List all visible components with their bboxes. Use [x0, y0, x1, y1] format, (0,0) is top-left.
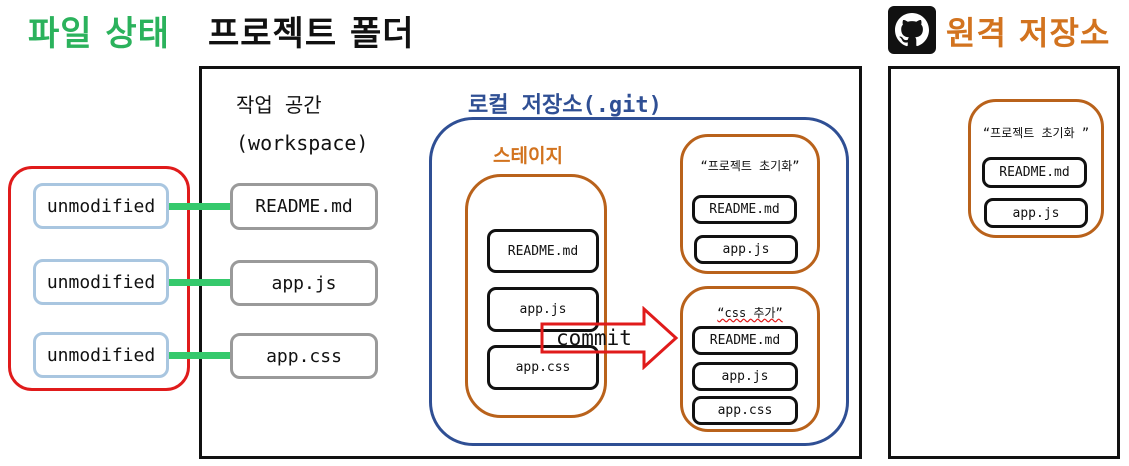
local-commit-2-file-readme: README.md: [692, 326, 798, 355]
remote-commit-1-message: “프로젝트 초기화 ”: [982, 126, 1090, 140]
commit-arrow-icon: [540, 306, 679, 370]
remote-commit-1-file-readme: README.md: [982, 157, 1087, 188]
workspace-file-readme: README.md: [230, 183, 378, 230]
status-connector-app-js: [169, 279, 231, 286]
commit-arrow-label: commit: [556, 326, 632, 350]
file-status-title: 파일 상태: [28, 14, 170, 54]
local-commit-1-message: “프로젝트 초기화”: [700, 159, 800, 173]
local-commit-1-file-app-js: app.js: [694, 235, 798, 264]
file-status-app-js: unmodified: [33, 259, 169, 305]
file-status-group: [8, 166, 190, 391]
workspace-label-line2: (workspace): [236, 131, 369, 155]
workspace-label-line1: 작업 공간: [236, 93, 322, 117]
local-commit-1-file-readme: README.md: [692, 195, 797, 224]
remote-repo-frame: [888, 66, 1120, 459]
local-commit-2-message: “css 추가”: [686, 304, 814, 321]
workspace-file-app-css: app.css: [230, 333, 378, 379]
status-connector-readme: [169, 203, 231, 210]
workspace-file-app-js: app.js: [230, 260, 378, 306]
local-commit-2-file-app-css: app.css: [692, 396, 798, 425]
project-folder-title: 프로젝트 폴더: [208, 14, 415, 54]
stage-box: [465, 174, 607, 418]
local-commit-2-message-text: “css 추가”: [717, 306, 783, 320]
status-connector-app-css: [169, 352, 231, 359]
remote-commit-1: [968, 99, 1104, 238]
file-status-app-css: unmodified: [33, 332, 169, 378]
local-commit-2: [680, 286, 820, 432]
stage-file-readme: README.md: [487, 229, 599, 273]
workspace-label: 작업 공간 (workspace): [236, 88, 368, 160]
local-repo-box: [429, 117, 849, 446]
github-icon: [888, 6, 936, 54]
remote-repo-title: 원격 저장소: [946, 14, 1111, 52]
local-commit-2-file-app-js: app.js: [692, 362, 798, 391]
local-repo-label: 로컬 저장소(.git): [468, 93, 662, 118]
remote-commit-1-file-app-js: app.js: [984, 198, 1088, 228]
stage-label: 스테이지: [493, 145, 563, 167]
file-status-readme: unmodified: [33, 183, 169, 229]
local-commit-1: [680, 134, 820, 274]
